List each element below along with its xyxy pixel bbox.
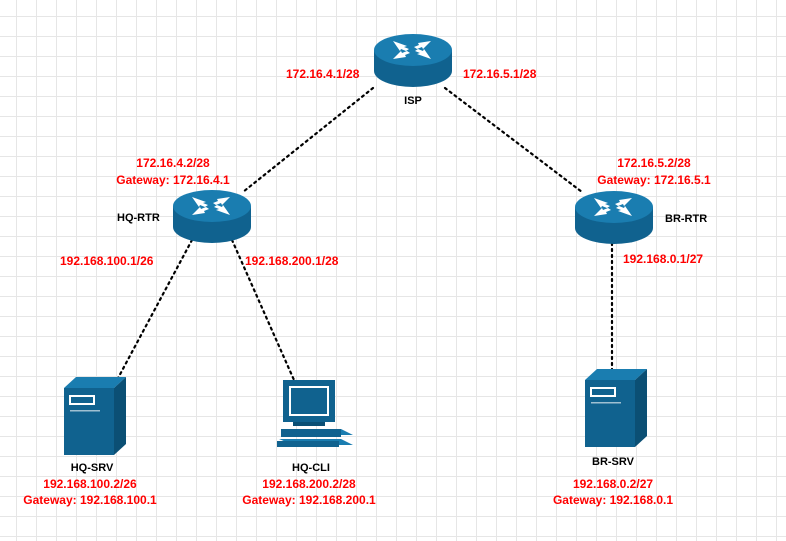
link-hq-rtr-hq-cli[interactable]	[230, 238, 296, 382]
link-hq-rtr-hq-srv[interactable]	[115, 238, 194, 382]
hq-rtr-lan-ip-cli: 192.168.200.1/28	[245, 254, 339, 268]
isp-ip-to-br: 172.16.5.1/28	[463, 67, 537, 81]
hq-srv-gateway: Gateway: 192.168.100.1	[23, 493, 157, 507]
br-rtr-lan-ip: 192.168.0.1/27	[623, 252, 704, 266]
hq-cli-node-name: HQ-CLI	[292, 462, 330, 474]
isp-router-icon[interactable]	[373, 33, 453, 89]
br-srv-node-name: BR-SRV	[592, 456, 634, 468]
br-rtr-wan-gateway: Gateway: 172.16.5.1	[597, 173, 711, 187]
hq-srv-ip: 192.168.100.2/26	[43, 477, 137, 491]
isp-ip-to-hq: 172.16.4.1/28	[286, 67, 360, 81]
br-rtr-router-icon[interactable]	[574, 190, 654, 246]
link-isp-hq-rtr[interactable]	[241, 86, 375, 194]
hq-cli-gateway: Gateway: 192.168.200.1	[242, 493, 376, 507]
hq-rtr-router-icon[interactable]	[172, 189, 252, 245]
link-isp-br-rtr[interactable]	[443, 86, 584, 194]
hq-rtr-node-name: HQ-RTR	[117, 212, 160, 224]
hq-rtr-wan-gateway: Gateway: 172.16.4.1	[116, 173, 230, 187]
isp-node-name: ISP	[404, 95, 422, 107]
hq-cli-workstation-icon[interactable]	[273, 377, 357, 453]
br-srv-server-icon[interactable]	[583, 368, 649, 448]
hq-cli-ip: 192.168.200.2/28	[262, 477, 356, 491]
br-rtr-node-name: BR-RTR	[665, 213, 708, 225]
hq-srv-server-icon[interactable]	[62, 376, 128, 456]
hq-rtr-wan-ip: 172.16.4.2/28	[136, 156, 210, 170]
hq-rtr-lan-ip-srv: 192.168.100.1/26	[60, 254, 154, 268]
br-rtr-wan-ip: 172.16.5.2/28	[617, 156, 691, 170]
hq-srv-node-name: HQ-SRV	[70, 462, 114, 474]
br-srv-gateway: Gateway: 192.168.0.1	[552, 493, 674, 507]
br-srv-ip: 192.168.0.2/27	[572, 477, 654, 491]
